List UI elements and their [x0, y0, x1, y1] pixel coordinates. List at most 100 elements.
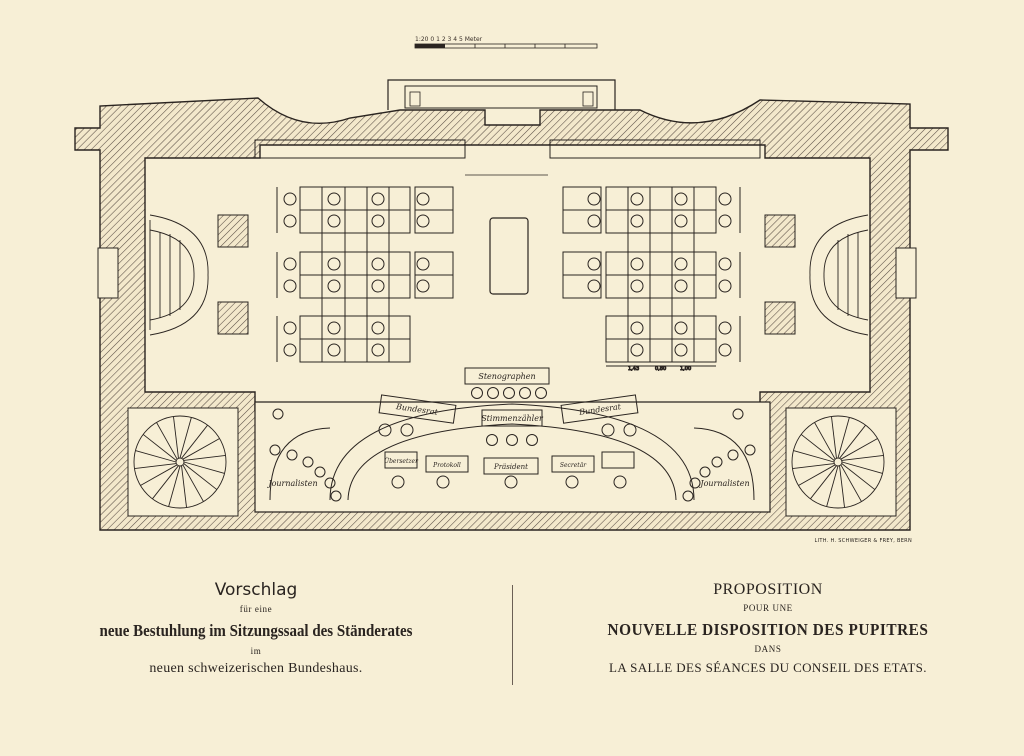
- caption-german: Vorschlag für eine neue Bestuhlung im Si…: [0, 578, 512, 678]
- seat-icon: [630, 257, 644, 271]
- seat-icon: [371, 343, 385, 357]
- walls: [74, 79, 949, 531]
- seat-icon: [674, 214, 688, 228]
- seat-icon: [535, 387, 547, 399]
- seat-icon: [283, 343, 297, 357]
- seat-icon: [286, 449, 298, 461]
- caption-french: PROPOSITION POUR UNE NOUVELLE DISPOSITIO…: [512, 578, 1024, 676]
- seat-icon: [416, 257, 430, 271]
- seat-icon: [711, 456, 723, 468]
- caption-divider: [512, 585, 513, 685]
- seat-icon: [630, 192, 644, 206]
- seat-icon: [283, 321, 297, 335]
- seat-icon: [674, 279, 688, 293]
- label-praesident: Präsident: [493, 463, 528, 471]
- seat-icon: [674, 321, 688, 335]
- caption-fr-line1: POUR UNE: [743, 603, 793, 614]
- seat-icon: [718, 343, 732, 357]
- seat-icon: [324, 477, 336, 489]
- seat-icon: [587, 279, 601, 293]
- label-stenographen: Stenographen: [478, 372, 535, 381]
- caption-de-title: Vorschlag: [214, 580, 298, 600]
- seat-icon: [371, 214, 385, 228]
- seat-icon: [371, 192, 385, 206]
- caption-de-main: neue Bestuhlung im Sitzungssaal des Stän…: [99, 621, 413, 641]
- hemicycle: [269, 394, 755, 501]
- caption-de-line2: im: [250, 645, 262, 656]
- floor-plan: 1:20 0 1 2 3 4 5 Meter: [74, 36, 949, 544]
- seat-icon: [471, 387, 483, 399]
- label-stimmenzaehler: Stimmenzähler: [481, 414, 544, 423]
- seat-icon: [630, 279, 644, 293]
- seat-icon: [371, 321, 385, 335]
- seat-icon: [436, 475, 450, 489]
- seat-icon: [526, 434, 538, 446]
- seat-icon: [503, 387, 515, 399]
- seat-icon: [487, 387, 499, 399]
- seat-icon: [613, 475, 627, 489]
- dimension-label: 1,43: [628, 366, 639, 372]
- seat-icon: [272, 408, 284, 420]
- seat-icon: [506, 434, 518, 446]
- seat-icon: [565, 475, 579, 489]
- seat-icon: [718, 321, 732, 335]
- seat-icon: [327, 214, 341, 228]
- seat-icon: [391, 475, 405, 489]
- seat-icon: [314, 466, 326, 478]
- lithographer-credit: LITH. H. SCHWEIGER & FREY, BERN: [815, 538, 912, 544]
- label-protokoll: Protokoll: [432, 462, 461, 469]
- seat-icon: [371, 257, 385, 271]
- seat-icon: [718, 192, 732, 206]
- caption-fr-footer: LA SALLE DES SÉANCES DU CONSEIL DES ETAT…: [609, 660, 927, 676]
- seat-icon: [327, 257, 341, 271]
- seat-icon: [718, 257, 732, 271]
- seat-icon: [327, 279, 341, 293]
- seat-icon: [718, 279, 732, 293]
- seat-icon: [674, 343, 688, 357]
- caption-fr-title: PROPOSITION: [713, 581, 823, 598]
- side-tribune-left: [149, 214, 209, 336]
- stenographer-desk: Stenographen: [464, 367, 550, 385]
- seat-icon: [744, 444, 756, 456]
- label-journalisten-right: Journalisten: [698, 479, 749, 488]
- seat-icon: [519, 387, 531, 399]
- label-uebersetzer: Übersetzer: [384, 458, 419, 465]
- seat-icon: [630, 343, 644, 357]
- seat-icon: [283, 257, 297, 271]
- dimension-label: 1,00: [680, 366, 691, 372]
- seat-icon: [416, 192, 430, 206]
- caption-fr-line2: DANS: [754, 644, 782, 655]
- seat-icon: [504, 475, 518, 489]
- seat-icon: [674, 192, 688, 206]
- desk-block-left: [276, 186, 454, 363]
- caption-fr-main: NOUVELLE DISPOSITION DES PUPITRES: [607, 619, 929, 639]
- scale-bar-label: 1:20 0 1 2 3 4 5 Meter: [415, 36, 483, 43]
- seat-icon: [327, 343, 341, 357]
- seat-icon: [269, 444, 281, 456]
- seat-icon: [699, 466, 711, 478]
- seat-icon: [283, 214, 297, 228]
- seat-icon: [689, 477, 701, 489]
- seat-icon: [727, 449, 739, 461]
- central-table: [489, 217, 529, 295]
- seat-icon: [682, 490, 694, 502]
- seat-icon: [283, 279, 297, 293]
- seat-icon: [302, 456, 314, 468]
- seat-icon: [416, 279, 430, 293]
- seat-icon: [327, 192, 341, 206]
- seat-icon: [601, 423, 615, 437]
- seat-icon: [587, 192, 601, 206]
- seat-icon: [718, 214, 732, 228]
- label-secretaer: Secretär: [560, 462, 587, 469]
- scale-bar: 1:20 0 1 2 3 4 5 Meter: [414, 36, 598, 49]
- seat-icon: [587, 257, 601, 271]
- seat-icon: [630, 214, 644, 228]
- spiral-stair-icon: [133, 415, 227, 509]
- label-journalisten-left: Journalisten: [266, 479, 317, 488]
- seat-icon: [371, 279, 385, 293]
- hemicycle-labels: Bundesrat Stimmenzähler Bundesrat Überse…: [266, 402, 749, 488]
- seat-icon: [400, 423, 414, 437]
- seat-icon: [732, 408, 744, 420]
- side-tribune-right: [809, 214, 869, 336]
- seat-icon: [416, 214, 430, 228]
